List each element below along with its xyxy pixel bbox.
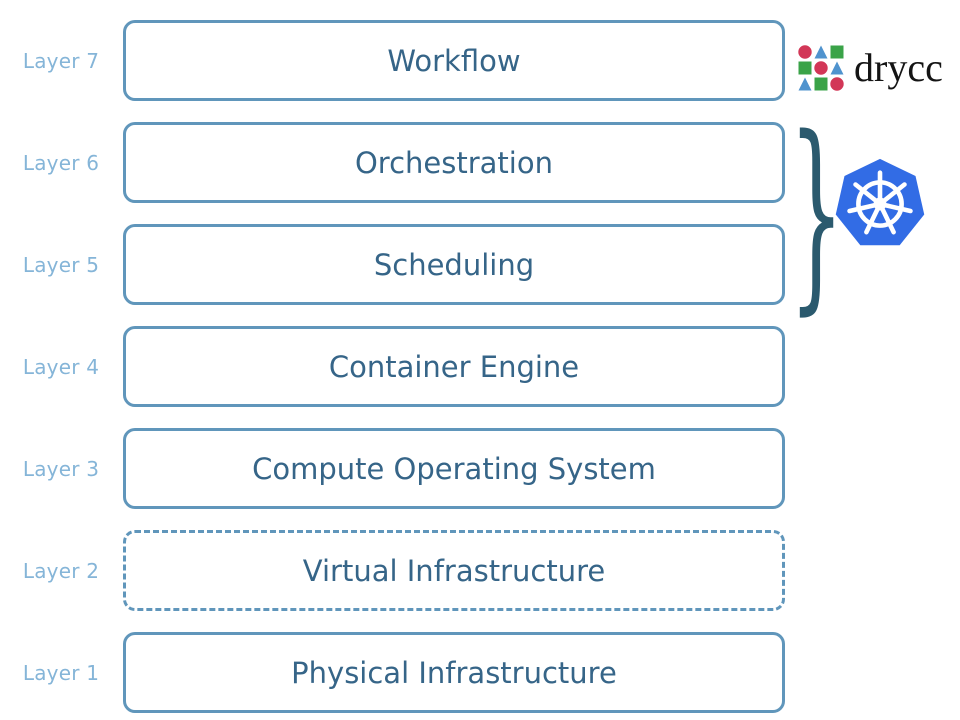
layer-row-2: Layer 2 Virtual Infrastructure: [0, 530, 960, 611]
layer-label: Layer 7: [22, 48, 100, 73]
layer-title: Workflow: [387, 43, 521, 78]
layer-label: Layer 1: [22, 660, 100, 685]
layer-label: Layer 2: [22, 558, 100, 583]
layer-title: Physical Infrastructure: [291, 655, 617, 690]
drycc-shapes-grid-icon: [798, 45, 844, 91]
kubernetes-icon: [835, 158, 925, 246]
layer-box-physical-infrastructure: Physical Infrastructure: [123, 632, 785, 713]
layer-box-compute-os: Compute Operating System: [123, 428, 785, 509]
layer-box-workflow: Workflow: [123, 20, 785, 101]
layer-title: Compute Operating System: [252, 451, 656, 486]
layer-label: Layer 5: [22, 252, 100, 277]
layer-box-scheduling: Scheduling: [123, 224, 785, 305]
layer-row-3: Layer 3 Compute Operating System: [0, 428, 960, 509]
curly-brace: }: [789, 93, 845, 333]
layer-label: Layer 3: [22, 456, 100, 481]
layer-row-6: Layer 6 Orchestration: [0, 122, 960, 203]
layer-box-container-engine: Container Engine: [123, 326, 785, 407]
layer-box-virtual-infrastructure: Virtual Infrastructure: [123, 530, 785, 611]
drycc-wordmark: drycc: [854, 45, 943, 90]
layer-title: Scheduling: [373, 247, 535, 282]
layer-box-orchestration: Orchestration: [123, 122, 785, 203]
layer-title: Virtual Infrastructure: [302, 553, 606, 588]
layer-title: Orchestration: [354, 145, 553, 180]
layer-row-4: Layer 4 Container Engine: [0, 326, 960, 407]
layer-row-7: Layer 7 Workflow: [0, 20, 960, 101]
layer-row-5: Layer 5 Scheduling: [0, 224, 960, 305]
layer-row-1: Layer 1 Physical Infrastructure: [0, 632, 960, 713]
layer-label: Layer 6: [22, 150, 100, 175]
layer-title: Container Engine: [328, 349, 580, 384]
drycc-logo: drycc: [797, 42, 943, 94]
layer-label: Layer 4: [22, 354, 100, 379]
